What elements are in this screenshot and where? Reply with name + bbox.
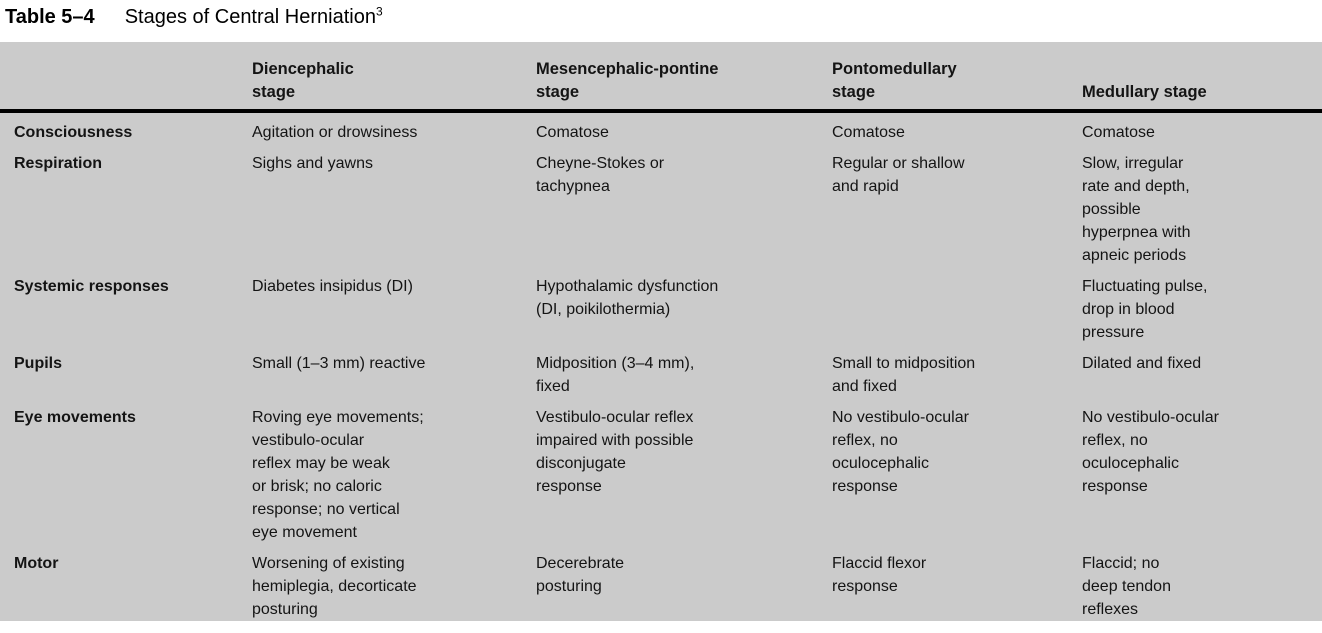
cell-motor-mesencephalic-pontine: Decerebrate posturing (536, 555, 625, 595)
cell-motor-diencephalic: Worsening of existing hemiplegia, decort… (252, 555, 417, 618)
cell-consciousness-medullary: Comatose (1082, 124, 1155, 141)
table-row-eye-movements: Eye movements Roving eye movements; vest… (0, 398, 1322, 544)
cell-consciousness-pontomedullary: Comatose (832, 124, 905, 141)
cell-systemic-mesencephalic-pontine: Hypothalamic dysfunction (DI, poikilothe… (536, 278, 719, 318)
row-label: Respiration (14, 155, 103, 172)
column-header-mesencephalic-pontine-stage: Mesencephalic-pontine stage (536, 42, 832, 113)
cell-eye-movements-pontomedullary: No vestibulo-ocular reflex, no oculoceph… (832, 409, 969, 495)
cell-motor-pontomedullary: Flaccid flexor response (832, 555, 927, 595)
cell-respiration-diencephalic: Sighs and yawns (252, 155, 373, 172)
cell-pupils-diencephalic: Small (1–3 mm) reactive (252, 355, 426, 372)
cell-respiration-pontomedullary: Regular or shallow and rapid (832, 155, 965, 195)
cell-motor-medullary: Flaccid; no deep tendon reflexes (1082, 555, 1171, 618)
cell-systemic-diencephalic: Diabetes insipidus (DI) (252, 278, 413, 295)
cell-eye-movements-medullary: No vestibulo-ocular reflex, no oculoceph… (1082, 409, 1219, 495)
row-label: Systemic responses (14, 278, 169, 295)
cell-respiration-medullary: Slow, irregular rate and depth, possible… (1082, 155, 1191, 264)
cell-consciousness-diencephalic: Agitation or drowsiness (252, 124, 418, 141)
herniation-stages-table: Diencephalic stage Mesencephalic-pontine… (0, 42, 1322, 621)
cell-systemic-medullary: Fluctuating pulse, drop in blood pressur… (1082, 278, 1208, 341)
column-header-diencephalic-stage: Diencephalic stage (252, 42, 536, 113)
column-header-empty (0, 42, 252, 113)
row-label: Pupils (14, 355, 63, 372)
table-caption: Stages of Central Herniation3 (124, 4, 383, 28)
header-row: Diencephalic stage Mesencephalic-pontine… (0, 42, 1322, 113)
cell-pupils-mesencephalic-pontine: Midposition (3–4 mm), fixed (536, 355, 695, 395)
cell-eye-movements-mesencephalic-pontine: Vestibulo-ocular reflex impaired with po… (536, 409, 694, 495)
row-label: Motor (14, 555, 59, 572)
cell-pupils-medullary: Dilated and fixed (1082, 355, 1202, 372)
cell-eye-movements-diencephalic: Roving eye movements; vestibulo-ocular r… (252, 409, 424, 541)
table-row-systemic-responses: Systemic responses Diabetes insipidus (D… (0, 267, 1322, 344)
cell-consciousness-mesencephalic-pontine: Comatose (536, 124, 609, 141)
cell-systemic-pontomedullary (832, 267, 1082, 344)
column-header-pontomedullary-stage: Pontomedullary stage (832, 42, 1082, 113)
column-header-medullary-stage: Medullary stage (1082, 42, 1322, 113)
table-number: Table 5–4 (5, 6, 95, 28)
row-label: Consciousness (14, 124, 133, 141)
table-row-respiration: Respiration Sighs and yawns Cheyne-Stoke… (0, 144, 1322, 267)
footnote-reference: 3 (375, 4, 383, 19)
table-title: Table 5–4 Stages of Central Herniation3 (0, 0, 1322, 42)
cell-respiration-mesencephalic-pontine: Cheyne-Stokes or tachypnea (536, 155, 665, 195)
table-row-pupils: Pupils Small (1–3 mm) reactive Midpositi… (0, 344, 1322, 398)
table-caption-text: Stages of Central Herniation (124, 6, 376, 28)
cell-pupils-pontomedullary: Small to midposition and fixed (832, 355, 976, 395)
table-row-consciousness: Consciousness Agitation or drowsiness Co… (0, 111, 1322, 144)
table-row-motor: Motor Worsening of existing hemiplegia, … (0, 544, 1322, 621)
row-label: Eye movements (14, 409, 136, 426)
